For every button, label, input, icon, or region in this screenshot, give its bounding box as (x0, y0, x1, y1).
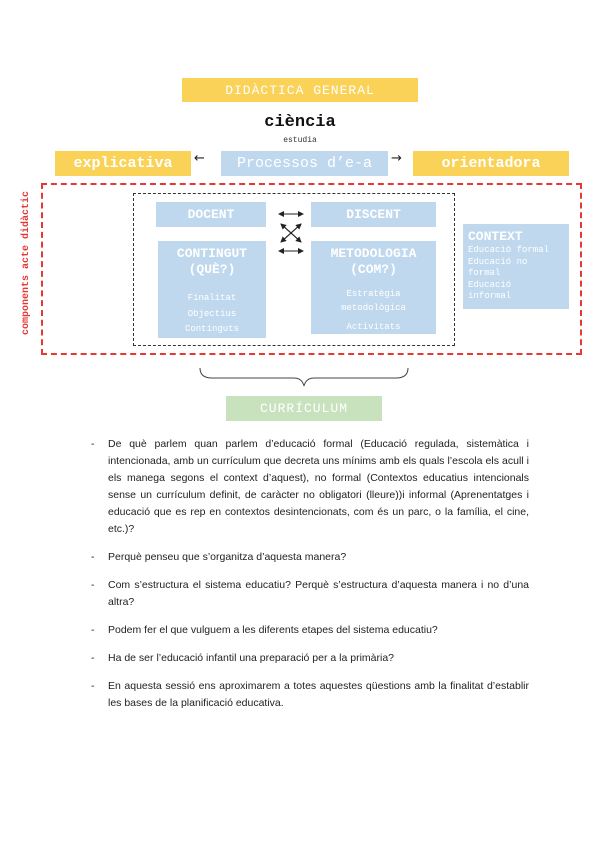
context-title: CONTEXT (468, 229, 523, 244)
questions-list: -De què parlem quan parlem d’educació fo… (91, 436, 529, 723)
studies-label: estudia (283, 136, 317, 145)
contingut-subtitle: (QUÈ?) (188, 262, 236, 277)
context-item: Educació no (468, 256, 528, 267)
context-box: CONTEXT Educació formal Educació no form… (463, 224, 569, 309)
side-label: components acte didàctic (21, 190, 32, 336)
metodologia-box: METODOLOGIA (COM?) Estratègia metodològi… (311, 241, 436, 334)
contingut-box: CONTINGUT (QUÈ?) Finalitat Objectius Con… (158, 241, 266, 338)
question-item: -Com s’estructura el sistema educatiu? P… (91, 579, 529, 608)
metodologia-item: metodològica (341, 302, 406, 313)
arrow-left-icon: ← (194, 151, 205, 166)
didactica-general-title: DIDÀCTICA GENERAL (182, 78, 418, 102)
contingut-item: Objectius (187, 308, 237, 319)
science-label: ciència (264, 113, 336, 132)
explicativa-box: explicativa (55, 151, 191, 176)
question-item: -Perquè penseu que s’organitza d’aquesta… (91, 551, 347, 563)
brace-icon (199, 367, 409, 387)
metodologia-subtitle: (COM?) (350, 262, 397, 277)
contingut-title: CONTINGUT (176, 246, 248, 261)
question-item: -Podem fer el que vulguem a les diferent… (91, 624, 438, 636)
context-item: Educació (468, 279, 512, 290)
processos-box: Processos d’e-a (221, 151, 388, 176)
curriculum-box: CURRÍCULUM (226, 396, 382, 421)
question-item: -Ha de ser l’educació infantil una prepa… (91, 652, 394, 664)
docent-box: DOCENT (156, 202, 266, 227)
contingut-item: Finalitat (187, 293, 237, 303)
inner-container (133, 193, 455, 346)
arrow-right-icon: → (391, 151, 402, 166)
discent-box: DISCENT (311, 202, 436, 227)
context-item: Educació formal (468, 245, 550, 255)
question-item: -De què parlem quan parlem d’educació fo… (91, 438, 529, 535)
context-item: informal (468, 291, 512, 301)
metodologia-title: METODOLOGIA (330, 246, 417, 261)
metodologia-item: Estratègia (346, 289, 401, 299)
orientadora-box: orientadora (413, 151, 569, 176)
question-item: -En aquesta sessió ens aproximarem a tot… (91, 680, 529, 709)
relation-arrows-icon (278, 211, 304, 254)
context-item: formal (468, 268, 501, 278)
metodologia-item: Activitats (346, 322, 401, 332)
contingut-item: Continguts (184, 324, 239, 334)
components-container (41, 183, 582, 355)
